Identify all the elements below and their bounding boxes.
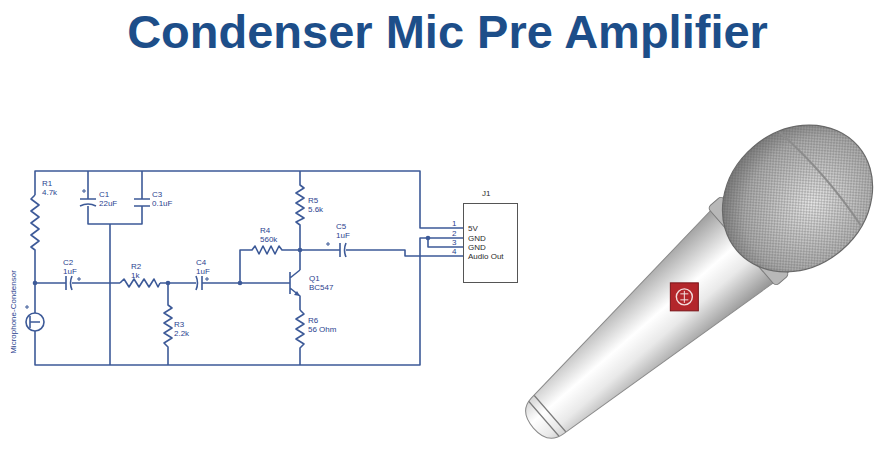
connector-name: J1 [482,189,490,198]
junction-dot [238,281,243,286]
part-name: R4 [260,226,270,235]
part-value: 1uF [196,267,210,276]
badge-logo [676,289,692,305]
c5-capacitor-symbol [340,243,346,257]
part-name: Q1 [309,274,320,283]
part-name: R2 [131,262,141,271]
part-name: R3 [174,320,184,329]
emitter-arrow [294,291,300,296]
part-value: BC547 [309,283,333,292]
connector-box: J15VGNDGNDAudio Out [463,203,518,283]
r3-resistor-symbol [164,283,172,365]
pin-number: 4 [452,247,456,256]
c1-lead-wire [87,171,89,199]
r5-resistor-symbol [296,171,304,270]
c5-lead-wire [300,250,463,256]
ground-drop-wire [109,224,111,365]
microphone-badge [670,283,698,311]
part-name: R5 [308,196,318,205]
microphone-grille-seam [780,129,864,225]
component-label: Microphone-Condensor [9,270,18,354]
supply-rail-wire [35,171,463,228]
r2-resistor-symbol [120,279,160,287]
part-value: 2.2k [174,329,189,338]
part-value: 1uF [336,231,350,240]
pin-number: 1 [452,219,456,228]
badge-plate [670,283,698,311]
diagram-title: Condenser Mic Pre Amplifier [0,2,895,62]
part-name: C2 [63,258,73,267]
part-name: C1 [99,190,109,199]
junction-dots [33,236,431,286]
r1-resistor-symbol [31,195,39,305]
junction-dot [298,248,303,253]
r6-resistor-symbol [296,310,304,365]
wire-group [25,171,463,365]
part-value: 5.6k [308,205,323,214]
pin-signal: GND [468,234,486,243]
polarity-plus-mark [25,189,330,309]
microphone-plate [30,305,40,339]
pin-signal: 5V [468,224,478,233]
microphone-grille [693,95,895,303]
input-signal-wire [35,282,290,284]
c2-capacitor-symbol [66,276,72,290]
pin-number: 3 [452,238,456,247]
part-value: 1uF [63,267,77,276]
part-value: 22uF [99,199,117,208]
part-value: 560k [260,235,277,244]
junction-dot [166,281,171,286]
microphone-grille-mesh [693,95,895,303]
part-value: 4.7k [42,188,57,197]
microphone-end-ring [528,396,566,437]
pin-number: 2 [452,229,456,238]
c3-capacitor-symbol [134,199,150,206]
part-name: C3 [152,190,162,199]
c1-c3-link-wire [88,206,142,224]
part-value: 1k [131,271,139,280]
c1-capacitor-symbol [80,199,96,206]
pin-signal: GND [468,243,486,252]
part-name: R1 [42,179,52,188]
ground-rail-wire [35,238,463,365]
part-name: R6 [308,316,318,325]
part-name: C5 [336,222,346,231]
ground-link-wire [428,238,463,247]
junction-dot [33,281,38,286]
junction-dot [426,236,431,241]
pin-signal: Audio Out [468,252,504,261]
c4-capacitor-symbol [196,276,202,290]
badge-logo-mark [680,291,688,303]
part-value: 56 Ohm [308,325,336,334]
part-name: C4 [196,258,206,267]
part-value: 0.1uF [152,199,172,208]
c3-lead-wire [141,171,143,199]
microphone-figure [489,95,895,453]
q1-transistor-symbol [290,270,300,310]
